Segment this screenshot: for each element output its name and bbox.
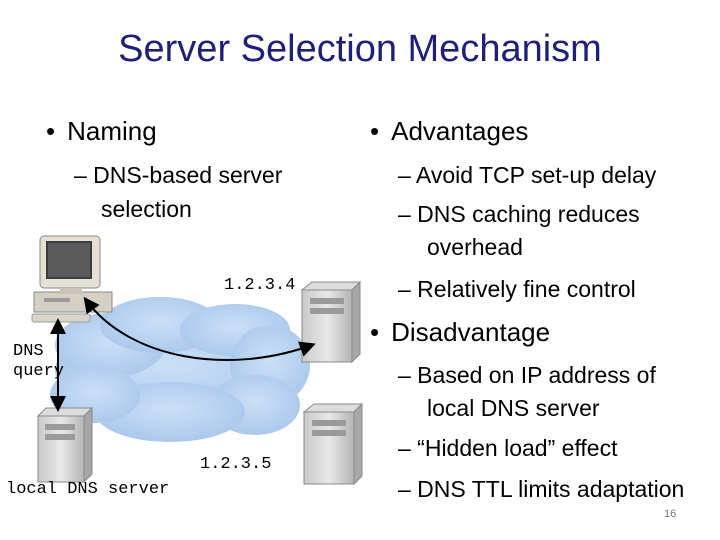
server-ip-label-top: 1.2.3.4 — [224, 276, 296, 295]
dns-query-label: DNS query — [13, 342, 64, 382]
bullet-naming: • Naming — [46, 116, 157, 147]
desktop-computer-icon — [31, 235, 113, 323]
bullet-dot: • — [46, 116, 56, 146]
bullet-advantages-label: Advantages — [391, 116, 529, 146]
local-dns-server-label: local DNS server — [6, 480, 170, 499]
server-ip-label-bottom: 1.2.3.5 — [200, 455, 272, 474]
advantage-line-3: overhead — [427, 234, 523, 260]
naming-sub-line-1: – DNS-based server — [74, 162, 283, 188]
request-arrow — [83, 296, 316, 361]
bullet-disadvantage: • Disadvantage — [370, 317, 550, 348]
slide-title: Server Selection Mechanism — [118, 28, 602, 70]
bullet-dot: • — [370, 116, 380, 146]
bullet-advantages: • Advantages — [370, 116, 528, 147]
bullet-naming-label: Naming — [67, 116, 157, 146]
advantage-line-1: – Avoid TCP set-up delay — [398, 162, 657, 188]
tower-server-icon — [300, 280, 362, 364]
naming-sub-line-2: selection — [101, 196, 192, 222]
bullet-disadvantage-label: Disadvantage — [391, 317, 551, 347]
bullet-dot: • — [370, 317, 380, 347]
dns-query-label-line-1: DNS — [13, 342, 44, 361]
advantage-line-2: – DNS caching reduces — [398, 201, 640, 227]
tower-server-icon — [36, 406, 94, 484]
disadvantage-line-1: – Based on IP address of — [398, 362, 656, 388]
disadvantage-line-3: – “Hidden load” effect — [398, 435, 618, 461]
disadvantage-line-2: local DNS server — [427, 395, 600, 421]
tower-server-icon — [302, 402, 364, 486]
page-number: 16 — [664, 508, 677, 520]
disadvantage-line-4: – DNS TTL limits adaptation — [398, 476, 685, 502]
advantage-line-4: – Relatively fine control — [398, 276, 636, 302]
dns-query-label-line-2: query — [13, 362, 65, 381]
